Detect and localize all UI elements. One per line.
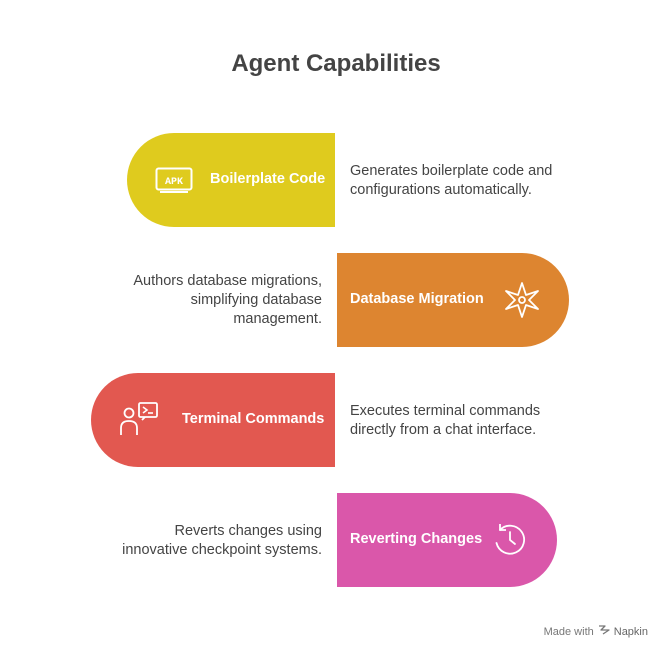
description-line: innovative checkpoint systems. [122,542,322,558]
capability-label: Boilerplate Code [210,171,326,187]
revert-clock-icon [491,521,529,559]
description-line: Generates boilerplate code and [350,163,553,179]
capability-pill-reverting-changes: Reverting Changes [337,493,557,587]
capability-description: Reverts changes using innovative checkpo… [122,522,322,560]
description-line: simplifying database [190,292,322,308]
svg-text:APK: APK [165,177,183,188]
apk-icon: APK [155,167,193,193]
footer-credit: Made with Napkin [544,625,648,638]
description-line: directly from a chat interface. [350,422,537,438]
capability-description: Authors database migrations, simplifying… [133,272,322,329]
description-line: Reverts changes using [174,523,323,539]
description-line: Executes terminal commands [350,403,541,419]
compass-star-icon [503,281,541,319]
capability-description: Executes terminal commands directly from… [350,402,540,440]
napkin-logo-icon [598,625,610,638]
capability-description: Generates boilerplate code and configura… [350,162,552,200]
capability-label: Terminal Commands [182,411,325,427]
capability-pill-boilerplate: APK Boilerplate Code [127,133,335,227]
capability-pill-terminal-commands: Terminal Commands [91,373,335,467]
capability-label: Reverting Changes [350,531,483,547]
made-with-text: Made with [543,625,594,638]
description-line: configurations automatically. [350,182,532,198]
capability-label: Database Migration [350,291,484,307]
description-line: Authors database migrations, [133,273,322,289]
diagram-title: Agent Capabilities [231,50,441,77]
user-terminal-icon [119,401,159,439]
napkin-brand-text: Napkin [613,625,648,638]
capability-pill-database-migration: Database Migration [337,253,569,347]
description-line: management. [233,311,322,327]
